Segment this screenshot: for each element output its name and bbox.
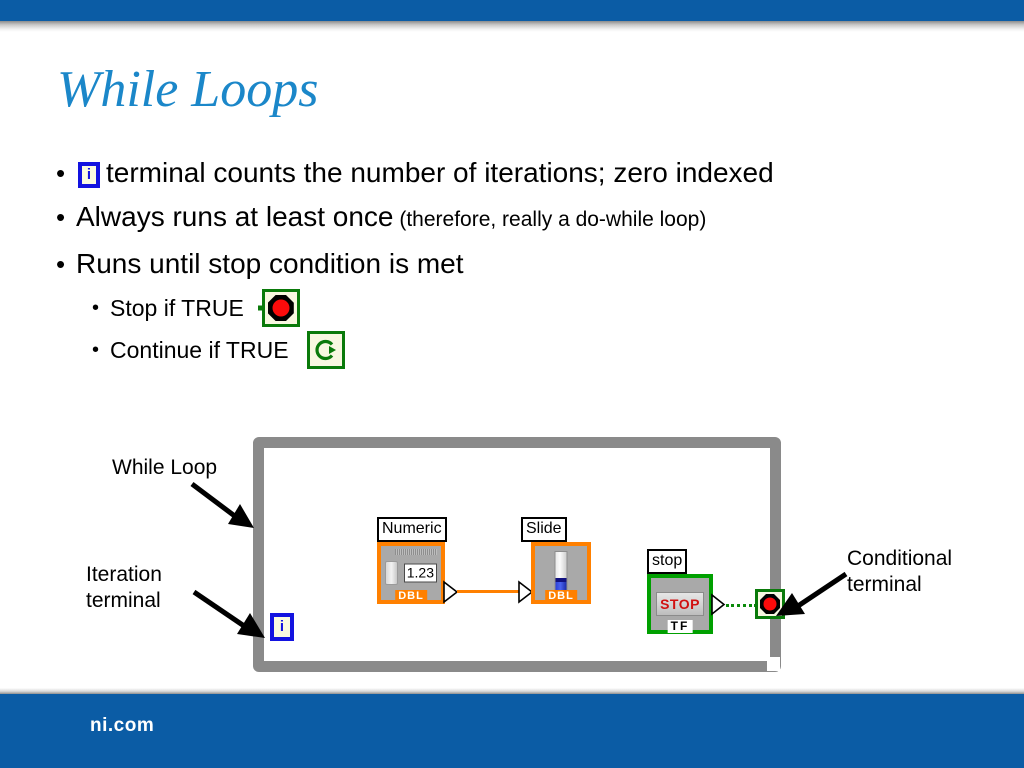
iteration-terminal-letter: i <box>279 617 285 635</box>
conditional-stop-octagon-icon <box>760 594 780 614</box>
slide-fill <box>555 580 567 598</box>
stop-button-label: STOP <box>660 596 700 612</box>
stop-button-graphic[interactable]: STOP <box>656 592 704 616</box>
footer-brand-label: ni.com <box>90 715 155 736</box>
slide-pointer <box>555 578 567 582</box>
slide-terminal-node[interactable]: DBL <box>531 542 591 604</box>
bullet-item-iteration: • terminal counts the number of iteratio… <box>50 152 1000 194</box>
arrow-to-while-loop <box>190 482 254 528</box>
top-bar-shadow <box>0 21 1024 32</box>
sub-bullet-label-continue-if-true: Continue if TRUE <box>110 336 289 363</box>
bullet-marker: • <box>56 249 66 279</box>
while-loop-border <box>253 437 781 672</box>
wire-numeric-to-slide <box>457 590 527 593</box>
footer-bar <box>0 694 1024 768</box>
stop-datatype-tag: TF <box>667 620 693 633</box>
bullet-label-runs-until-stop: Runs until stop condition is met <box>76 248 464 279</box>
numeric-terminal-node[interactable]: 1.23 DBL <box>377 542 445 604</box>
slide-input-terminal-icon <box>518 580 534 604</box>
callout-iteration-terminal: Iteration terminal <box>86 563 162 612</box>
numeric-decoration <box>395 549 437 555</box>
bullet-label-always-runs: Always runs at least once <box>76 201 394 232</box>
loop-resize-notch <box>767 657 780 671</box>
while-loop-block-diagram: Numeric 1.23 DBL Slide DBL stop <box>253 437 785 672</box>
terminal-nub-icon <box>257 305 263 311</box>
wire-stop-to-conditional <box>726 604 757 607</box>
bullet-item-always-runs: • Always runs at least once (therefore, … <box>50 196 1000 241</box>
bullet-note-do-while: (therefore, really a do-while loop) <box>393 208 707 231</box>
top-accent-bar <box>0 0 1024 21</box>
sub-bullet-marker: • <box>92 296 100 319</box>
stop-if-true-icon <box>257 289 300 327</box>
sub-bullet-continue-if-true: • Continue if TRUE <box>88 331 1000 369</box>
slide-datatype-tag: DBL <box>545 590 577 602</box>
numeric-value-display: 1.23 <box>403 563 437 583</box>
slide-node-caption: Slide <box>521 517 567 542</box>
bullet-list: • terminal counts the number of iteratio… <box>50 152 1000 369</box>
numeric-datatype-tag: DBL <box>395 590 427 602</box>
bullet-text-wrapper: Always runs at least once (therefore, re… <box>76 196 706 241</box>
iteration-terminal-node[interactable]: i <box>270 613 294 641</box>
page-title: While Loops <box>57 61 319 118</box>
sub-bullet-marker: • <box>92 338 100 361</box>
stop-octagon-icon <box>267 295 294 321</box>
bullet-item-runs-until-stop: • Runs until stop condition is met <box>50 243 1000 285</box>
stop-output-terminal-icon <box>711 593 726 616</box>
conditional-terminal-icon[interactable] <box>755 589 785 619</box>
circular-arrow-icon <box>314 339 336 361</box>
stop-node-caption: stop <box>647 549 688 574</box>
numeric-output-terminal-icon <box>443 580 459 604</box>
sub-bullet-stop-if-true: • Stop if TRUE <box>88 289 1000 327</box>
arrow-to-iteration-terminal <box>192 589 265 638</box>
sub-bullet-label-stop-if-true: Stop if TRUE <box>110 294 244 321</box>
continue-if-true-icon <box>306 331 345 369</box>
stop-terminal-node[interactable]: STOP TF <box>647 574 713 634</box>
bullet-marker: • <box>56 202 66 232</box>
numeric-spinner-icon <box>385 561 398 585</box>
callout-conditional-terminal: Conditional terminal <box>847 547 953 596</box>
bullet-label-iteration: terminal counts the number of iterations… <box>106 157 774 188</box>
callout-while-loop: While Loop <box>112 456 218 479</box>
iteration-terminal-icon <box>78 162 100 188</box>
numeric-node-caption: Numeric <box>377 517 447 542</box>
footer-hairline <box>0 688 1024 694</box>
arrow-to-conditional-terminal <box>776 571 848 616</box>
bullet-text-wrapper: terminal counts the number of iterations… <box>76 152 774 194</box>
bullet-marker: • <box>56 158 66 188</box>
